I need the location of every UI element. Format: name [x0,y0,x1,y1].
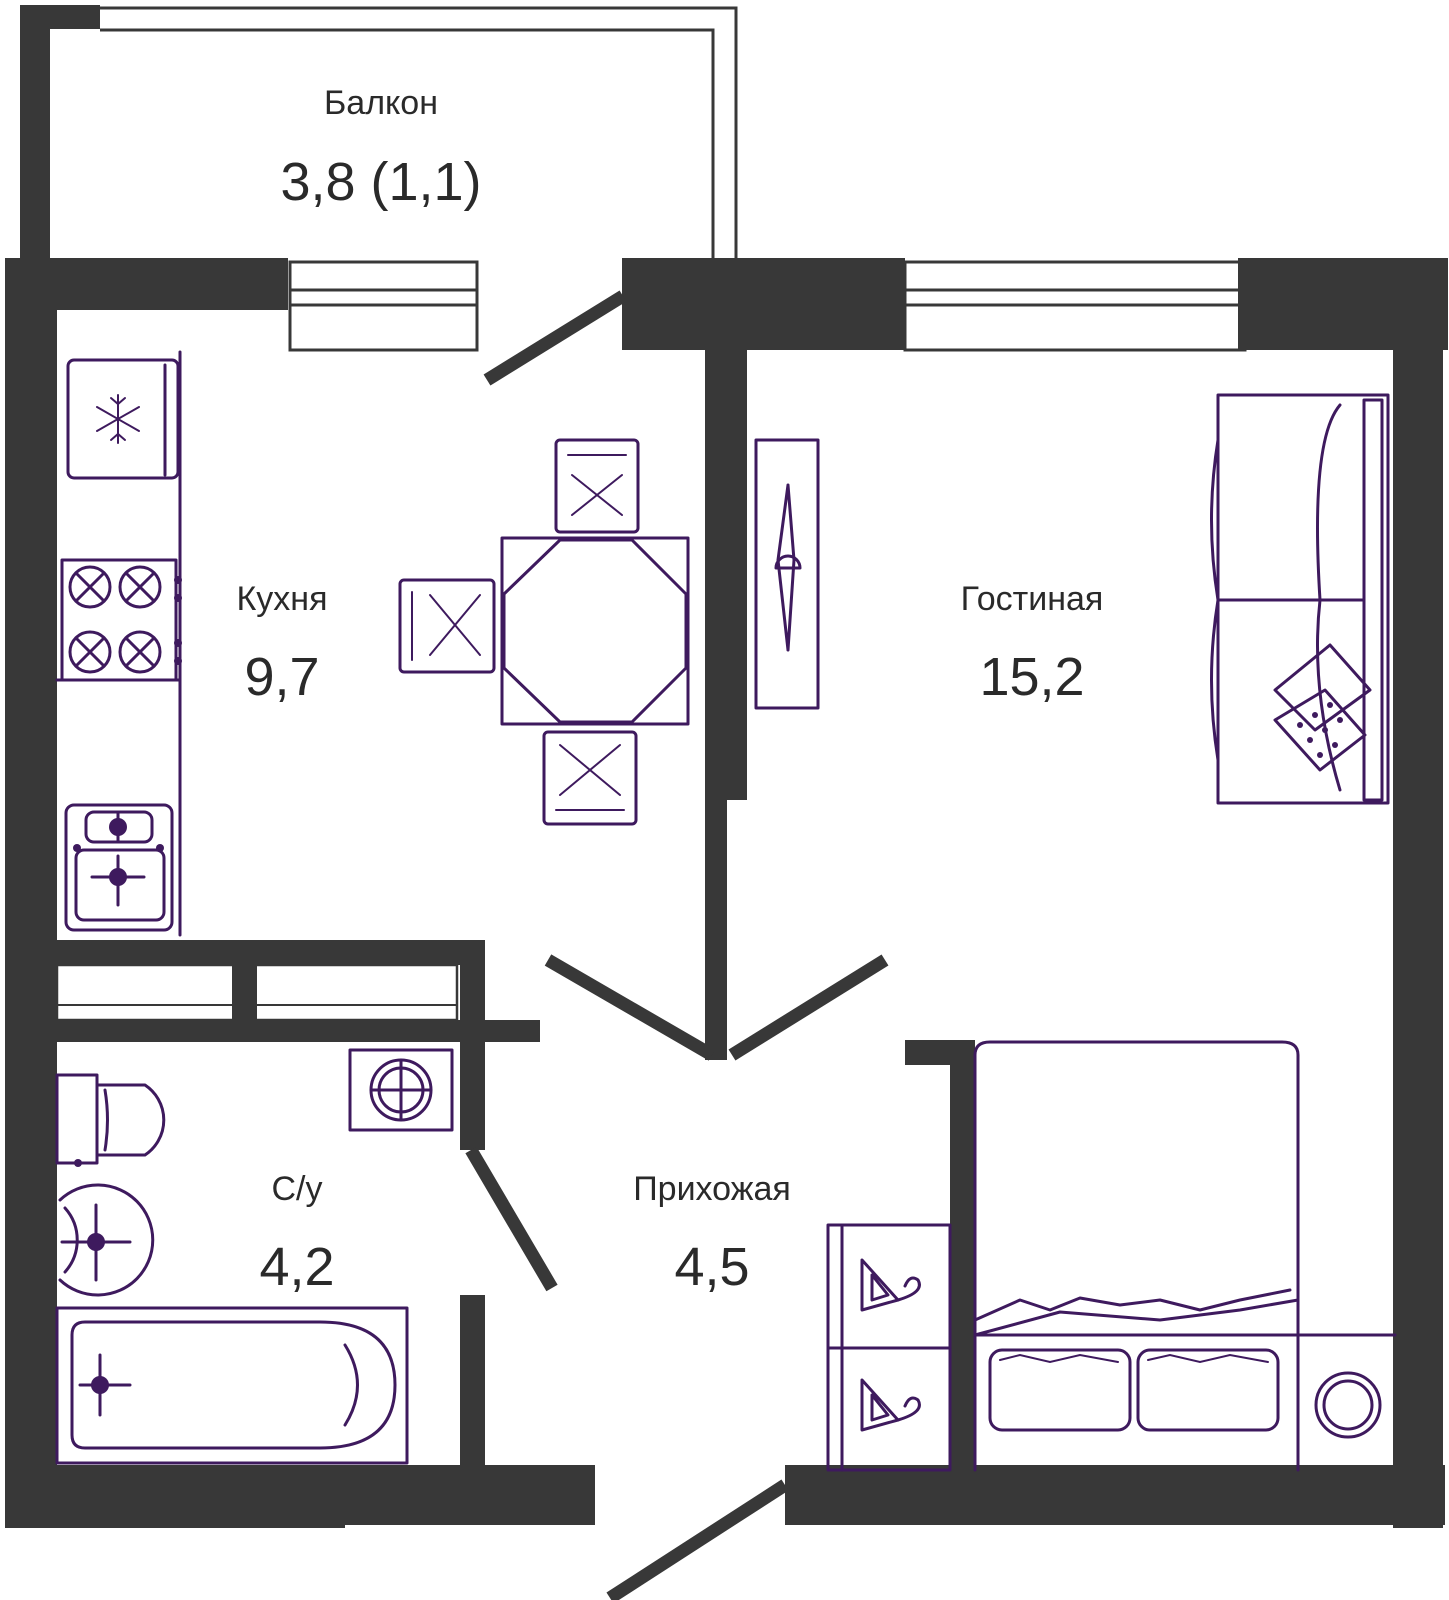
washbasin-icon [58,1183,155,1297]
room-name-balcony: Балкон [324,84,438,122]
kitchen-sink-icon [64,803,174,932]
bed-icon [973,1040,1397,1472]
walls [5,5,1448,1528]
boiler-icon [348,1048,454,1132]
bathroom-furniture [55,1048,454,1465]
living-furniture [754,393,1397,1472]
wardrobe-icon [826,1223,952,1472]
room-name-living: Гостиная [961,580,1104,618]
dining-table-icon [500,536,690,726]
room-area-kitchen: 9,7 [244,647,319,707]
chair-icon [542,730,638,826]
cooktop-icon [60,558,182,682]
bathtub-icon [55,1306,409,1465]
chair-icon [398,578,496,674]
toilet-icon [55,1073,166,1167]
room-area-balcony: 3,8 (1,1) [280,152,481,212]
doors [465,290,889,1600]
room-area-hallway: 4,5 [674,1237,749,1297]
room-name-hallway: Прихожая [633,1170,791,1208]
room-labels: Балкон 3,8 (1,1) Кухня 9,7 Гостиная 15,2… [237,84,1104,1297]
room-area-bathroom: 4,2 [259,1237,334,1297]
room-name-bathroom: С/у [272,1170,323,1208]
room-area-living: 15,2 [979,647,1084,707]
tv-stand-icon [754,438,820,710]
fridge-icon [66,358,180,480]
room-name-kitchen: Кухня [237,580,328,618]
chair-icon [554,438,640,534]
sofa-icon [1210,393,1390,805]
kitchen-furniture [55,350,690,937]
